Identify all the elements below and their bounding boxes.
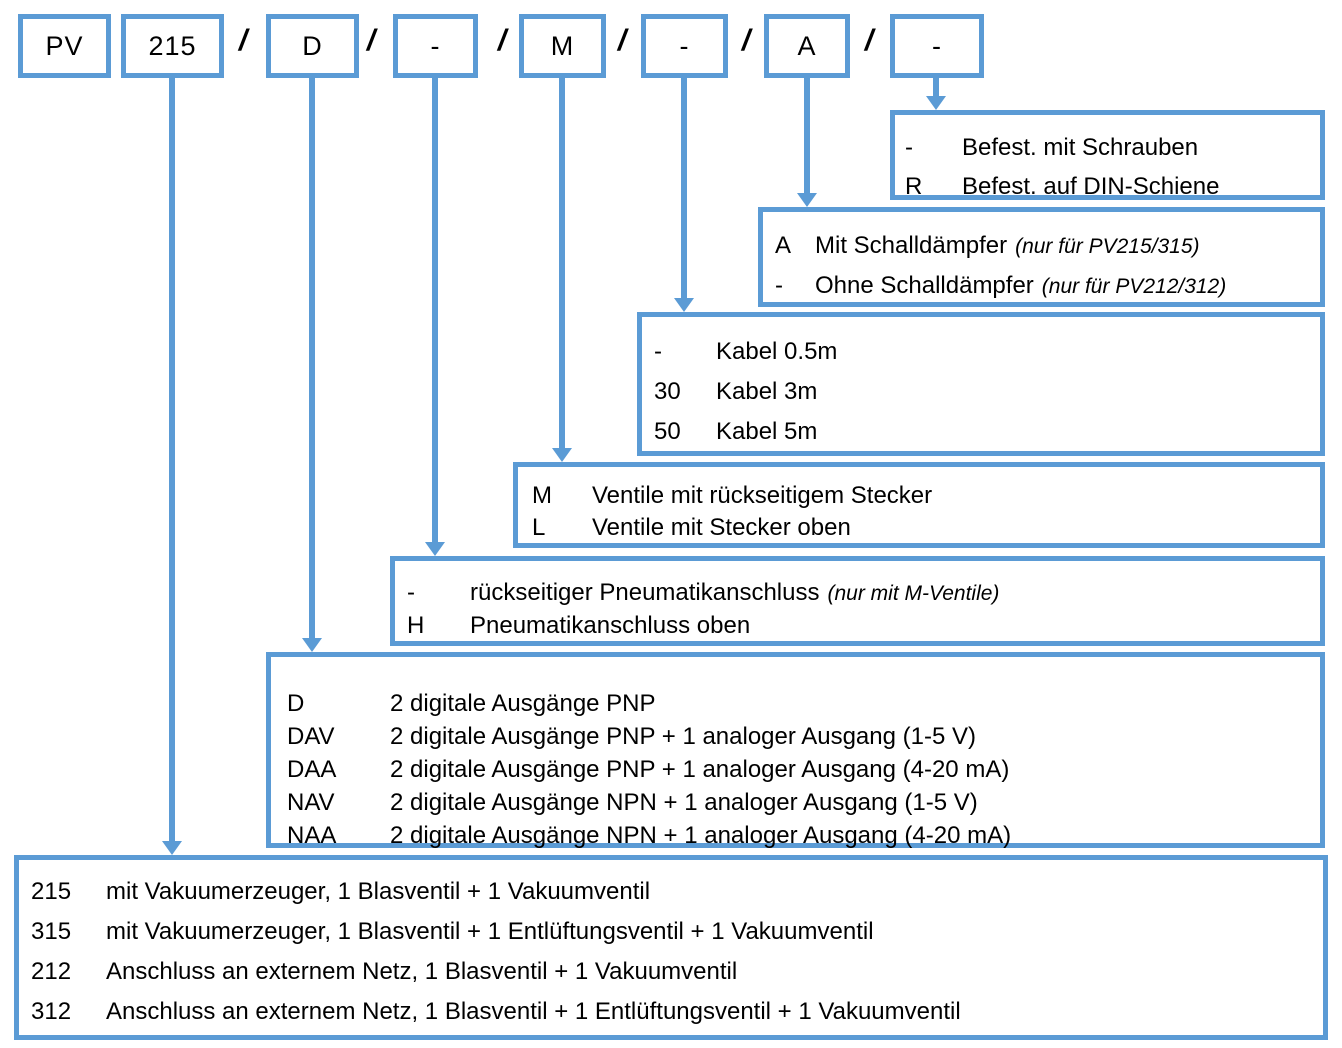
option-text: Anschluss an externem Netz, 1 Blasventil… <box>106 998 961 1025</box>
option-code: M <box>532 482 552 509</box>
arrow-variant-line <box>169 78 175 841</box>
option-text: Mit Schalldämpfer <box>815 232 1008 259</box>
option-code: R <box>905 173 923 200</box>
arrow-outputs-line <box>309 78 315 638</box>
option-text: Kabel 5m <box>716 418 818 445</box>
code-separator: / <box>864 24 874 57</box>
option-text: 2 digitale Ausgänge PNP + 1 analoger Aus… <box>390 756 1010 783</box>
arrow-silencer-head <box>797 193 817 207</box>
outputs-options-box: D 2 digitale Ausgänge PNP DAV 2 digitale… <box>266 652 1325 849</box>
code-separator: / <box>617 24 627 57</box>
option-code: L <box>532 514 546 541</box>
option-code: DAV <box>287 723 335 750</box>
option-code: - <box>775 272 783 299</box>
code-separator: / <box>238 24 248 57</box>
option-text: Ventile mit rückseitigem Stecker <box>592 482 933 509</box>
code-box-connector: M <box>519 14 606 78</box>
code-box-pneumatic: - <box>393 14 478 78</box>
option-code: 315 <box>31 918 72 945</box>
code-separator: / <box>497 24 507 57</box>
option-code: - <box>654 338 662 365</box>
option-row: 215 mit Vakuumerzeuger, 1 Blasventil + 1… <box>31 872 1323 912</box>
option-code: 212 <box>31 958 72 985</box>
option-text: mit Vakuumerzeuger, 1 Blasventil + 1 Ent… <box>106 918 874 945</box>
option-note: (nur für PV215/315) <box>1015 235 1200 258</box>
variant-options-box: 215 mit Vakuumerzeuger, 1 Blasventil + 1… <box>14 855 1328 1040</box>
arrow-pneumatic-head <box>425 542 445 556</box>
code-box-outputs: D <box>266 14 359 78</box>
option-row: 312 Anschluss an externem Netz, 1 Blasve… <box>31 992 1323 1032</box>
option-text: 2 digitale Ausgänge PNP + 1 analoger Aus… <box>390 723 976 750</box>
cable-options-box: - Kabel 0.5m 30 Kabel 3m 50 Kabel 5m <box>637 312 1325 456</box>
option-row: NAA 2 digitale Ausgänge NPN + 1 analoger… <box>287 819 1320 852</box>
option-text: Anschluss an externem Netz, 1 Blasventil… <box>106 958 738 985</box>
option-text: Kabel 0.5m <box>716 338 838 365</box>
option-row: H Pneumatikanschluss oben <box>407 610 1320 642</box>
silencer-options-box: A Mit Schalldämpfer (nur für PV215/315) … <box>758 207 1325 307</box>
code-box-variant: 215 <box>121 14 224 78</box>
arrow-outputs-head <box>302 638 322 652</box>
option-text: Ventile mit Stecker oben <box>592 514 851 541</box>
option-row: DAA 2 digitale Ausgänge PNP + 1 analoger… <box>287 753 1320 786</box>
option-row: - Ohne Schalldämpfer (nur für PV212/312) <box>775 266 1320 306</box>
option-row: NAV 2 digitale Ausgänge NPN + 1 analoger… <box>287 786 1320 819</box>
option-text: Pneumatikanschluss oben <box>470 612 751 639</box>
option-code: 215 <box>31 878 72 905</box>
option-text: rückseitiger Pneumatikanschluss <box>470 579 820 606</box>
option-code: H <box>407 612 425 639</box>
arrow-connector-line <box>559 78 565 448</box>
option-text: mit Vakuumerzeuger, 1 Blasventil + 1 Vak… <box>106 878 651 905</box>
option-text: 2 digitale Ausgänge NPN + 1 analoger Aus… <box>390 822 1012 849</box>
option-note: (nur für PV212/312) <box>1041 275 1227 298</box>
pneumatic-options-box: - rückseitiger Pneumatikanschluss (nur m… <box>390 556 1325 646</box>
option-code: NAA <box>287 822 337 849</box>
option-code: - <box>905 134 913 161</box>
option-text: 2 digitale Ausgänge PNP <box>390 690 656 717</box>
option-row: 30 Kabel 3m <box>654 372 1320 412</box>
option-row: R Befest. auf DIN-Schiene <box>905 167 1320 206</box>
arrow-mounting-head <box>926 96 946 110</box>
option-code: 30 <box>654 378 681 405</box>
arrow-cable-line <box>681 78 687 298</box>
option-text: Kabel 3m <box>716 378 818 405</box>
option-row: L Ventile mit Stecker oben <box>532 512 1320 544</box>
code-box-silencer: A <box>764 14 850 78</box>
connector-options-box: M Ventile mit rückseitigem Stecker L Ven… <box>513 462 1325 548</box>
option-row: M Ventile mit rückseitigem Stecker <box>532 480 1320 512</box>
option-row: A Mit Schalldämpfer (nur für PV215/315) <box>775 226 1320 266</box>
option-row: 50 Kabel 5m <box>654 412 1320 452</box>
code-box-cable: - <box>641 14 728 78</box>
option-code: 50 <box>654 418 681 445</box>
option-row: - Kabel 0.5m <box>654 332 1320 372</box>
option-code: A <box>775 232 792 259</box>
arrow-cable-head <box>674 298 694 312</box>
option-note: (nur mit M-Ventile) <box>827 582 1000 605</box>
option-row: 315 mit Vakuumerzeuger, 1 Blasventil + 1… <box>31 912 1323 952</box>
arrow-connector-head <box>552 448 572 462</box>
option-row: - rückseitiger Pneumatikanschluss (nur m… <box>407 577 1320 610</box>
mounting-options-box: - Befest. mit Schrauben R Befest. auf DI… <box>890 110 1325 200</box>
option-row: DAV 2 digitale Ausgänge PNP + 1 analoger… <box>287 720 1320 753</box>
option-row: 212 Anschluss an externem Netz, 1 Blasve… <box>31 952 1323 992</box>
arrow-mounting-line <box>933 78 939 96</box>
option-row: D 2 digitale Ausgänge PNP <box>287 687 1320 720</box>
code-box-mounting: - <box>890 14 984 78</box>
code-separator: / <box>741 24 751 57</box>
arrow-silencer-line <box>804 78 810 193</box>
option-code: DAA <box>287 756 337 783</box>
code-separator: / <box>366 24 376 57</box>
option-row: - Befest. mit Schrauben <box>905 128 1320 167</box>
arrow-pneumatic-line <box>432 78 438 542</box>
option-text: 2 digitale Ausgänge NPN + 1 analoger Aus… <box>390 789 978 816</box>
option-code: NAV <box>287 789 335 816</box>
arrow-variant-head <box>162 841 182 855</box>
option-text: Befest. auf DIN-Schiene <box>962 173 1220 200</box>
option-code: D <box>287 690 305 717</box>
option-text: Befest. mit Schrauben <box>962 134 1199 161</box>
option-code: - <box>407 579 415 606</box>
code-box-series: PV <box>18 14 111 78</box>
option-text: Ohne Schalldämpfer <box>815 272 1034 299</box>
option-code: 312 <box>31 998 72 1025</box>
